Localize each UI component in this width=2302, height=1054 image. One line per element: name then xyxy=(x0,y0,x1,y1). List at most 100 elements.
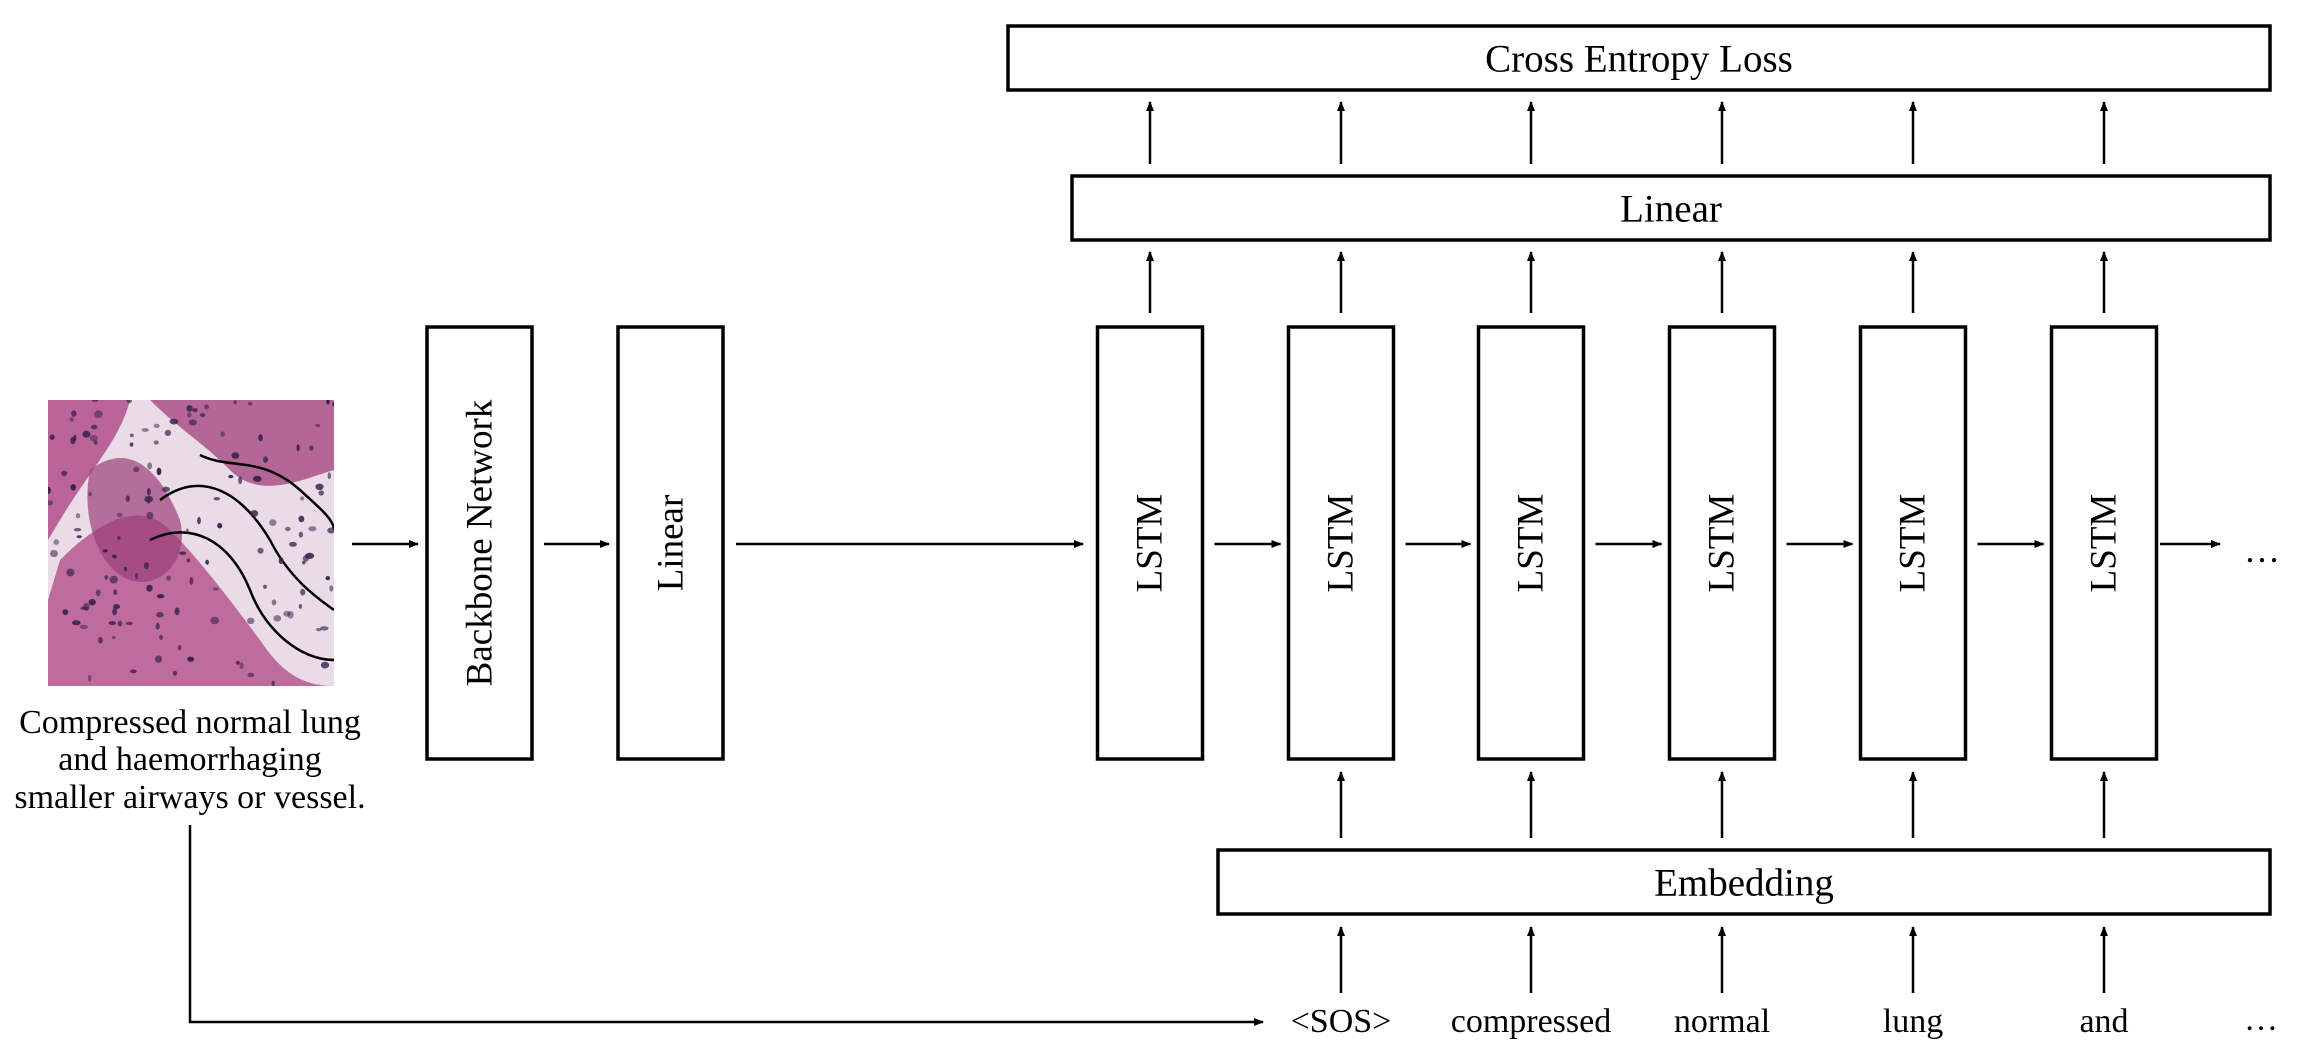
nucleus-dot xyxy=(91,400,99,402)
nucleus-dot xyxy=(320,626,329,631)
nucleus-dot xyxy=(271,599,277,606)
nucleus-dot xyxy=(228,474,234,479)
nucleus-dot xyxy=(143,562,149,570)
nucleus-dot xyxy=(112,554,117,559)
nucleus-dot xyxy=(102,549,108,553)
nucleus-dot xyxy=(117,620,123,627)
output-linear-box xyxy=(1070,174,2272,242)
lstm-cell-label: LSTM xyxy=(1130,494,1171,593)
cross-entropy-loss-box xyxy=(1006,24,2272,92)
nucleus-dot xyxy=(309,445,314,451)
nucleus-dot xyxy=(298,515,305,523)
nucleus-dot xyxy=(315,483,324,490)
nucleus-dot xyxy=(73,528,82,532)
nucleus-dot xyxy=(70,484,76,491)
nucleus-dot xyxy=(162,486,170,492)
nucleus-dot xyxy=(126,400,133,404)
nucleus-dot xyxy=(141,428,149,432)
image-caption-line-2: and haemorrhaging xyxy=(58,741,321,778)
lstm-cell-3 xyxy=(1476,325,1586,761)
nucleus-dot xyxy=(159,635,164,640)
lstm-cell-5 xyxy=(1858,325,1968,761)
input-token: compressed xyxy=(1451,1003,1612,1040)
nucleus-dot xyxy=(325,576,330,581)
nucleus-dot xyxy=(271,680,275,686)
nucleus-dot xyxy=(113,604,120,610)
lstm-continuation-ellipsis: … xyxy=(2244,530,2280,570)
nucleus-dot xyxy=(326,400,330,405)
nucleus-dot xyxy=(210,616,220,625)
nucleus-dot xyxy=(166,575,171,581)
nucleus-dot xyxy=(153,440,159,445)
nucleus-dot xyxy=(248,402,253,406)
nucleus-dot xyxy=(308,526,317,532)
nucleus-dot xyxy=(188,419,197,426)
nucleus-dot xyxy=(48,500,54,506)
nucleus-dot xyxy=(263,584,267,589)
nucleus-dot xyxy=(154,655,163,663)
nucleus-dot xyxy=(185,528,189,535)
nucleus-dot xyxy=(320,661,330,669)
nucleus-dot xyxy=(62,609,69,615)
nucleus-dot xyxy=(289,541,297,547)
nucleus-dot xyxy=(94,410,103,419)
nucleus-dot xyxy=(205,559,210,565)
nucleus-dot xyxy=(197,516,201,525)
nucleus-dot xyxy=(48,486,51,494)
encoder-linear-label: Linear xyxy=(651,495,692,592)
input-token: and xyxy=(2079,1003,2128,1040)
nucleus-dot xyxy=(233,400,237,405)
nucleus-dot xyxy=(69,417,74,422)
nucleus-dot xyxy=(263,456,268,464)
backbone-network-box xyxy=(425,325,534,761)
nucleus-dot xyxy=(129,442,134,447)
nucleus-dot xyxy=(50,550,58,558)
nucleus-dot xyxy=(89,435,98,442)
nucleus-dot xyxy=(88,491,92,497)
nucleus-dot xyxy=(146,584,153,592)
nucleus-dot xyxy=(169,418,179,425)
nucleus-dot xyxy=(156,594,165,599)
nucleus-dot xyxy=(187,412,192,418)
nucleus-dot xyxy=(88,599,96,606)
embedding-label: Embedding xyxy=(1654,862,1834,905)
nucleus-dot xyxy=(88,674,92,682)
nucleus-dot xyxy=(192,408,198,413)
nucleus-dot xyxy=(212,587,219,591)
nucleus-dot xyxy=(238,476,243,485)
nucleus-dot xyxy=(61,470,68,477)
nucleus-dot xyxy=(252,475,262,482)
lstm-cell-label: LSTM xyxy=(1702,494,1743,593)
nucleus-dot xyxy=(177,644,182,651)
nucleus-dot xyxy=(299,496,305,501)
nucleus-dot xyxy=(98,636,103,644)
nucleus-dot xyxy=(172,670,178,676)
token-continuation-ellipsis: … xyxy=(2244,1001,2278,1038)
nucleus-dot xyxy=(117,536,121,540)
image-caption-line-3: smaller airways or vessel. xyxy=(14,779,365,816)
nucleus-dot xyxy=(79,624,89,630)
nucleus-dot xyxy=(129,433,134,438)
nucleus-dot xyxy=(111,635,116,640)
nucleus-dot xyxy=(239,662,244,670)
histology-image xyxy=(48,400,334,686)
nucleus-dot xyxy=(130,669,137,674)
nucleus-dot xyxy=(258,434,263,442)
nucleus-dot xyxy=(283,610,291,617)
nucleus-dot xyxy=(116,512,123,518)
lstm-cell-2 xyxy=(1286,325,1396,761)
lstm-cell-label: LSTM xyxy=(1893,494,1934,593)
nucleus-dot xyxy=(247,672,255,678)
nucleus-dot xyxy=(231,452,240,459)
nucleus-dot xyxy=(156,467,162,476)
nucleus-dot xyxy=(95,589,101,597)
nucleus-dot xyxy=(90,424,98,430)
nucleus-dot xyxy=(302,555,309,562)
lstm-cell-label: LSTM xyxy=(2084,494,2125,593)
nucleus-dot xyxy=(186,558,191,563)
nucleus-dot xyxy=(66,568,75,577)
nucleus-dot xyxy=(144,495,154,503)
